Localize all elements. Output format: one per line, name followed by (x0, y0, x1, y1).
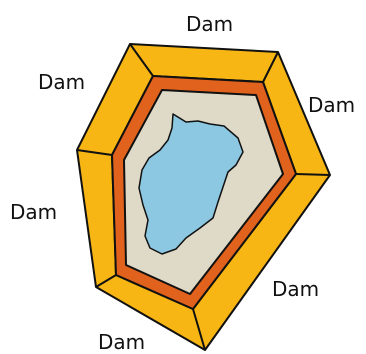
dam-label-left: Dam (10, 202, 57, 222)
dam-label-upper-left: Dam (38, 72, 85, 92)
dam-label-top: Dam (186, 14, 233, 34)
dam-label-lower-right: Dam (272, 279, 319, 299)
dam-label-bottom: Dam (98, 332, 145, 352)
dam-label-upper-right: Dam (308, 95, 355, 115)
